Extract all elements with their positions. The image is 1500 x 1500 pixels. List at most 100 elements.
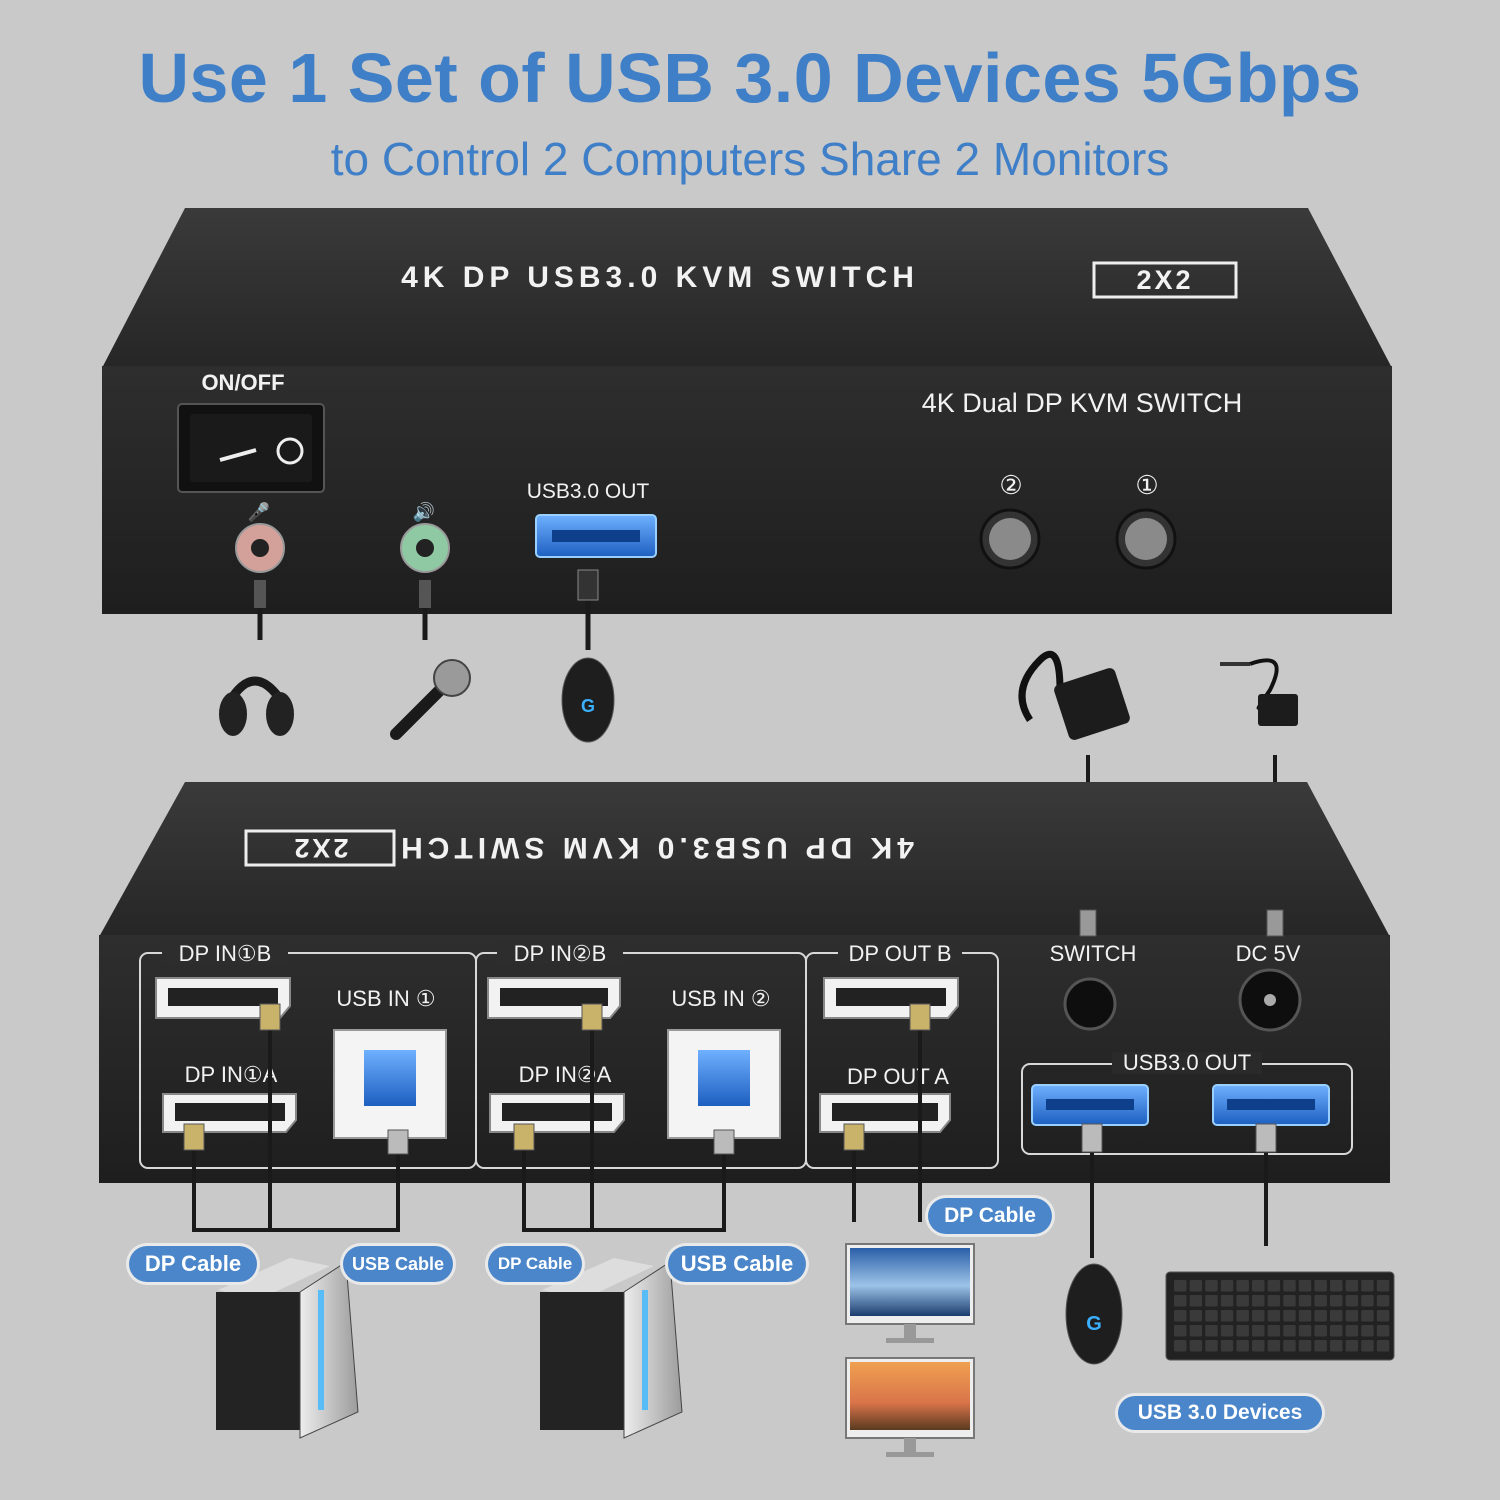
usb-in-1-port[interactable] bbox=[333, 1029, 447, 1139]
audio-plug bbox=[419, 580, 431, 608]
rear-cables bbox=[192, 1010, 1268, 1258]
usb-in-1-label: USB IN ① bbox=[336, 986, 435, 1011]
keyboard-key bbox=[1314, 1310, 1327, 1322]
keyboard-key bbox=[1220, 1325, 1234, 1337]
keyboard-key bbox=[1314, 1295, 1327, 1307]
keyboard-key bbox=[1298, 1310, 1312, 1322]
headphone-jack[interactable]: 🔊 bbox=[400, 501, 450, 573]
keyboard-key bbox=[1376, 1295, 1390, 1307]
keyboard-key bbox=[1376, 1280, 1390, 1292]
keyboard-keys bbox=[1174, 1280, 1390, 1352]
keyboard-key bbox=[1330, 1310, 1343, 1322]
keyboard-key bbox=[1174, 1295, 1187, 1307]
switch-jack[interactable] bbox=[1063, 977, 1117, 1031]
keyboard-key bbox=[1252, 1340, 1265, 1352]
keyboard-key bbox=[1205, 1280, 1218, 1292]
keyboard-key bbox=[1267, 1325, 1281, 1337]
mic-plug bbox=[254, 580, 266, 608]
keyboard-key bbox=[1376, 1310, 1390, 1322]
rear-mouse-icon: G bbox=[1065, 1263, 1123, 1365]
keyboard-key bbox=[1189, 1325, 1203, 1337]
keyboard-key bbox=[1220, 1310, 1234, 1322]
keyboard-key bbox=[1236, 1280, 1249, 1292]
keyboard-key bbox=[1267, 1280, 1281, 1292]
keyboard-key bbox=[1345, 1310, 1359, 1322]
keyboard-key bbox=[1174, 1280, 1187, 1292]
power-adapter-icon bbox=[1018, 650, 1130, 740]
keyboard-key bbox=[1376, 1325, 1390, 1337]
keyboard-key bbox=[1330, 1280, 1343, 1292]
usb-in-2-label: USB IN ② bbox=[671, 986, 770, 1011]
mic-icon: 🎤 bbox=[248, 501, 270, 522]
dp-in-2b-label: DP IN②B bbox=[514, 941, 607, 966]
front-top-badge: 2X2 bbox=[1136, 265, 1193, 295]
headline-subtitle: to Control 2 Computers Share 2 Monitors bbox=[330, 133, 1170, 185]
keyboard-key bbox=[1283, 1325, 1296, 1337]
speaker-icon: 🔊 bbox=[413, 501, 435, 523]
rear-top-label: 4K DP USB3.0 KVM SWITCH bbox=[396, 831, 914, 864]
keyboard-key bbox=[1345, 1295, 1359, 1307]
rear-usb-out-port-1[interactable] bbox=[1031, 1084, 1149, 1126]
microphone-icon bbox=[390, 659, 471, 740]
callout-usb-cable-2: USB Cable bbox=[668, 1246, 806, 1282]
select-button-1[interactable] bbox=[1115, 508, 1177, 570]
keyboard-key bbox=[1267, 1340, 1281, 1352]
rear-top-badge: 2X2 bbox=[291, 833, 348, 863]
power-off-mark bbox=[276, 437, 304, 465]
remote-switch-icon bbox=[1220, 658, 1298, 726]
keyboard-key bbox=[1345, 1340, 1359, 1352]
callout-dp-cable-out: DP Cable bbox=[928, 1198, 1052, 1234]
keyboard-key bbox=[1220, 1340, 1234, 1352]
model-label: 4K Dual DP KVM SWITCH bbox=[922, 388, 1243, 418]
keyboard-key bbox=[1361, 1325, 1374, 1337]
keyboard-key bbox=[1298, 1325, 1312, 1337]
monitor-1-icon bbox=[845, 1243, 975, 1343]
rear-usb-out-label: USB3.0 OUT bbox=[1123, 1050, 1251, 1075]
dp-out-b-label: DP OUT B bbox=[848, 941, 951, 966]
dp-out-a-label: DP OUT A bbox=[847, 1064, 949, 1089]
keyboard-key bbox=[1345, 1325, 1359, 1337]
keyboard-key bbox=[1314, 1340, 1327, 1352]
headphone-icon bbox=[219, 676, 294, 736]
power-switch[interactable] bbox=[177, 403, 325, 493]
power-on-mark bbox=[219, 448, 257, 462]
keyboard-key bbox=[1252, 1310, 1265, 1322]
keyboard-key bbox=[1361, 1295, 1374, 1307]
dc-port-label: DC 5V bbox=[1236, 941, 1301, 966]
keyboard-key bbox=[1205, 1295, 1218, 1307]
keyboard-key bbox=[1330, 1340, 1343, 1352]
switch-port-label: SWITCH bbox=[1050, 941, 1137, 966]
keyboard-key bbox=[1220, 1280, 1234, 1292]
keyboard-key bbox=[1345, 1280, 1359, 1292]
keyboard-key bbox=[1361, 1310, 1374, 1322]
keyboard-key bbox=[1205, 1310, 1218, 1322]
rear-top-badge-box bbox=[244, 829, 396, 867]
keyboard-key bbox=[1189, 1310, 1203, 1322]
rear-kvm-unit: 4K DP USB3.0 KVM SWITCH 2X2 DP IN①B DP I… bbox=[99, 782, 1390, 1183]
callout-dp-cable-1: DP Cable bbox=[129, 1246, 257, 1282]
select-button-2[interactable] bbox=[979, 508, 1041, 570]
keyboard-key bbox=[1330, 1295, 1343, 1307]
keyboard-key bbox=[1174, 1325, 1187, 1337]
keyboard-key bbox=[1330, 1325, 1343, 1337]
keyboard-key bbox=[1283, 1310, 1296, 1322]
mic-jack[interactable]: 🎤 bbox=[235, 501, 285, 573]
dp-in-2a-label: DP IN②A bbox=[519, 1062, 612, 1087]
keyboard-key bbox=[1252, 1325, 1265, 1337]
keyboard-key bbox=[1283, 1340, 1296, 1352]
monitor-2-icon bbox=[845, 1357, 975, 1457]
svg-text:G: G bbox=[1086, 1313, 1102, 1335]
front-top-label: 4K DP USB3.0 KVM SWITCH bbox=[401, 261, 919, 294]
button-1-label: ① bbox=[1135, 470, 1158, 500]
usb-in-2-port[interactable] bbox=[667, 1029, 781, 1139]
keyboard-key bbox=[1376, 1340, 1390, 1352]
front-usb-port[interactable] bbox=[535, 514, 657, 558]
cable-plugs bbox=[183, 909, 1284, 1155]
dc-power-jack[interactable] bbox=[1238, 968, 1302, 1032]
keyboard-key bbox=[1252, 1295, 1265, 1307]
front-top-badge-box bbox=[1092, 261, 1238, 299]
dp-in-1a-label: DP IN①A bbox=[185, 1062, 278, 1087]
rear-usb-out-port-2[interactable] bbox=[1212, 1084, 1330, 1126]
keyboard-key bbox=[1174, 1340, 1187, 1352]
keyboard-key bbox=[1361, 1280, 1374, 1292]
